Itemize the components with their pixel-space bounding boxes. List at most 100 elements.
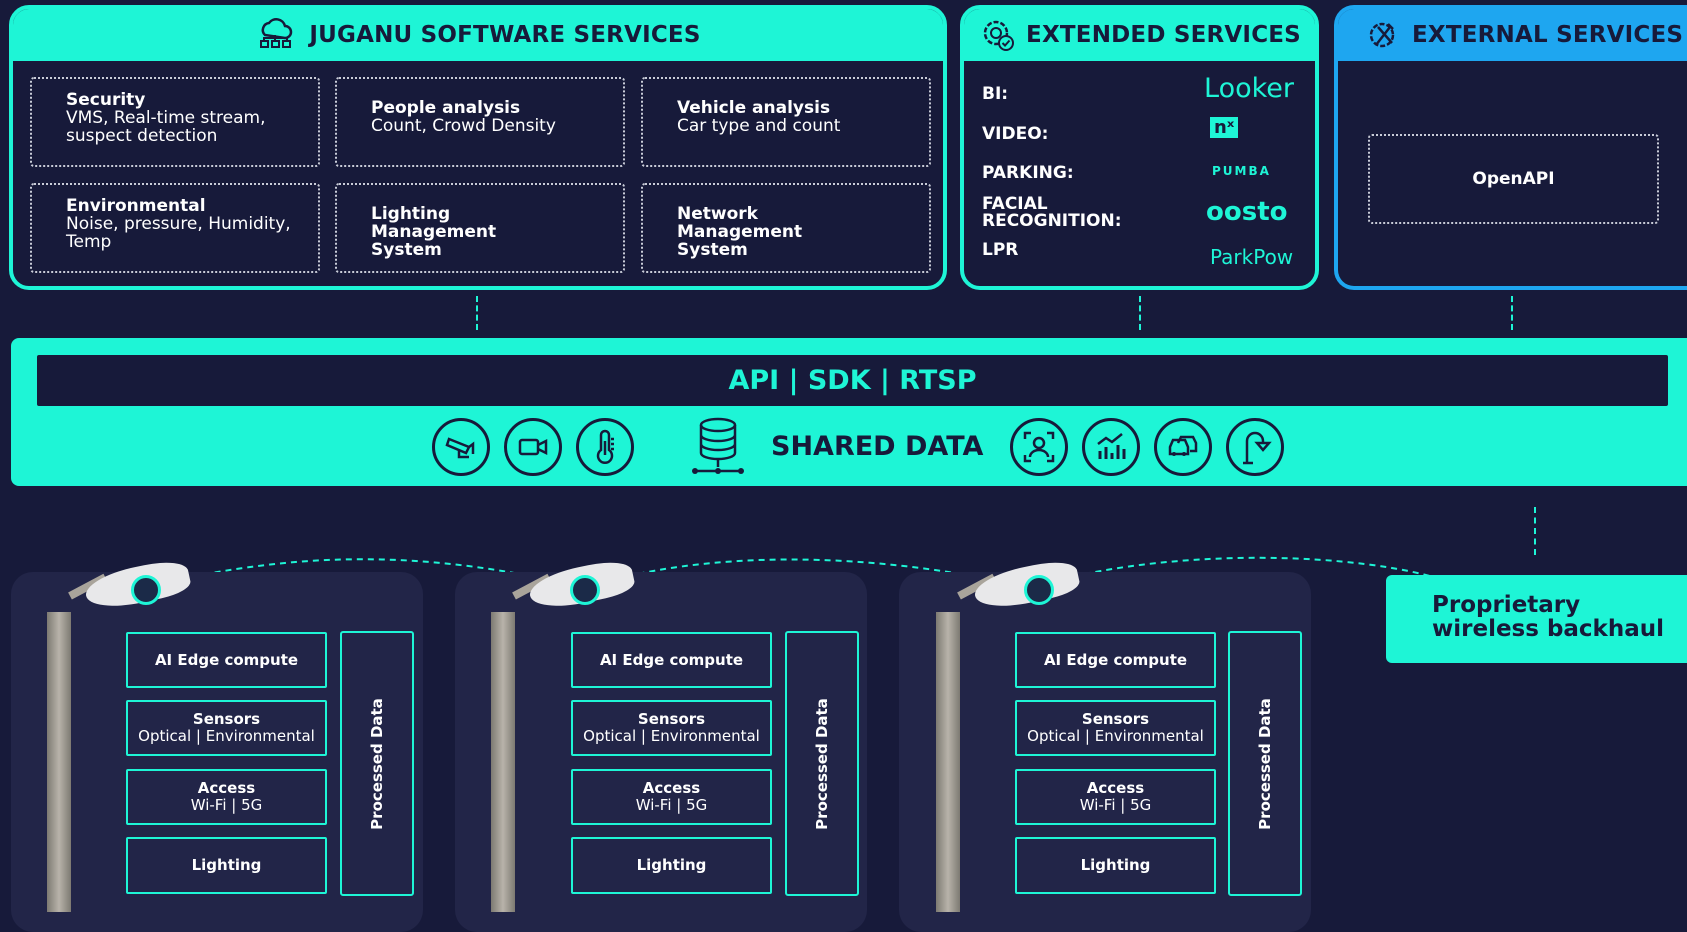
extended-services-header: EXTENDED SERVICES <box>964 9 1315 61</box>
service-security: Security VMS, Real-time stream, suspect … <box>30 77 320 167</box>
nx-logo: nˣ <box>1210 117 1239 138</box>
shared-data-band: API | SDK | RTSP SHARED DATA <box>11 338 1687 486</box>
service-desc: VMS, Real-time stream, suspect detection <box>66 108 266 146</box>
cloud-network-icon <box>260 18 293 48</box>
api-label: API | SDK | RTSP <box>728 365 977 396</box>
box-label: Access <box>1086 779 1145 797</box>
connector-juganu <box>476 296 478 330</box>
pumba-logo: PUMBA <box>1212 164 1271 178</box>
video-camera-icon <box>504 418 562 476</box>
processed-data-label: Processed Data <box>813 697 831 830</box>
pole <box>47 612 71 912</box>
ext-label-lpr: LPR <box>982 240 1019 260</box>
access-box: Access Wi-Fi | 5G <box>571 769 772 825</box>
box-sub: Optical | Environmental <box>138 727 315 745</box>
access-box: Access Wi-Fi | 5G <box>1015 769 1216 825</box>
service-desc: Car type and count <box>677 116 841 136</box>
box-sub: Optical | Environmental <box>583 727 760 745</box>
external-services-panel: EXTERNAL SERVICES OpenAPI <box>1334 5 1687 290</box>
service-environmental: Environmental Noise, pressure, Humidity,… <box>30 183 320 273</box>
service-title: People analysis <box>371 98 521 118</box>
box-label: Lighting <box>636 856 707 874</box>
traffic-icon <box>1154 418 1212 476</box>
api-bar: API | SDK | RTSP <box>37 355 1668 406</box>
box-label: Sensors <box>192 710 261 728</box>
service-desc: Count, Crowd Density <box>371 116 556 136</box>
processed-data-box: Processed Data <box>340 631 414 896</box>
service-desc: Noise, pressure, Humidity, Temp <box>66 214 291 252</box>
service-lighting-management: Lighting Management System <box>335 183 625 273</box>
service-title: Security <box>66 90 146 110</box>
processed-data-box: Processed Data <box>785 631 859 896</box>
box-label: Sensors <box>637 710 706 728</box>
lighting-box: Lighting <box>126 837 327 894</box>
backhaul-line2: wireless backhaul <box>1432 616 1665 642</box>
service-vehicle-analysis: Vehicle analysis Car type and count <box>641 77 931 167</box>
oosto-logo: oosto <box>1206 197 1288 227</box>
box-label: Access <box>642 779 701 797</box>
external-services-title: EXTERNAL SERVICES <box>1412 22 1684 48</box>
service-title: Lighting Management System <box>371 204 497 260</box>
looker-logo: Looker <box>1204 73 1294 104</box>
database-icon <box>692 417 744 474</box>
box-label: AI Edge compute <box>154 650 299 669</box>
box-sub: Wi-Fi | 5G <box>1079 796 1152 814</box>
backhaul-line1: Proprietary <box>1432 592 1581 618</box>
lamp-sensor-dot <box>1024 575 1054 605</box>
lamp-sensor-dot <box>570 575 600 605</box>
extended-services-title: EXTENDED SERVICES <box>1026 22 1301 48</box>
parkpow-logo: ParkPow <box>1210 245 1294 269</box>
ext-label-bi: BI: <box>982 84 1009 104</box>
processed-data-box: Processed Data <box>1228 631 1302 896</box>
wireless-backhaul-box: Proprietary wireless backhaul <box>1386 575 1687 663</box>
service-title: Environmental <box>66 196 206 216</box>
shared-data-label: SHARED DATA <box>771 431 984 462</box>
service-title: Vehicle analysis <box>677 98 831 118</box>
box-sub: Wi-Fi | 5G <box>190 796 263 814</box>
box-label: AI Edge compute <box>1043 650 1188 669</box>
analytics-people-icon <box>1082 418 1140 476</box>
external-services-header: EXTERNAL SERVICES <box>1338 9 1687 61</box>
sensors-box: Sensors Optical | Environmental <box>1015 700 1216 756</box>
security-camera-icon <box>432 418 490 476</box>
lamp-sensor-dot <box>131 575 161 605</box>
processed-data-label: Processed Data <box>368 697 386 830</box>
pole <box>491 612 515 912</box>
connector-extended <box>1139 296 1141 330</box>
tools-gear-icon <box>1369 22 1395 48</box>
sensors-box: Sensors Optical | Environmental <box>126 700 327 756</box>
openapi-label: OpenAPI <box>1472 169 1555 189</box>
box-sub: Optical | Environmental <box>1027 727 1204 745</box>
service-network-management: Network Management System <box>641 183 931 273</box>
lighting-box: Lighting <box>571 837 772 894</box>
box-sub: Wi-Fi | 5G <box>635 796 708 814</box>
box-label: Lighting <box>191 856 262 874</box>
ai-edge-compute-box: AI Edge compute <box>1015 632 1216 688</box>
ext-label-parking: PARKING: <box>982 163 1074 183</box>
ext-label-video: VIDEO: <box>982 124 1049 144</box>
service-people-analysis: People analysis Count, Crowd Density <box>335 77 625 167</box>
openapi-box: OpenAPI <box>1368 134 1659 224</box>
access-box: Access Wi-Fi | 5G <box>126 769 327 825</box>
connector-external <box>1511 296 1513 330</box>
juganu-services-header: JUGANU SOFTWARE SERVICES <box>13 9 943 61</box>
face-scan-icon <box>1010 418 1068 476</box>
sensors-box: Sensors Optical | Environmental <box>571 700 772 756</box>
pole <box>936 612 960 912</box>
box-label: AI Edge compute <box>599 650 744 669</box>
lighting-box: Lighting <box>1015 837 1216 894</box>
juganu-services-title: JUGANU SOFTWARE SERVICES <box>309 22 701 48</box>
processed-data-label: Processed Data <box>1256 697 1274 830</box>
connector-backhaul <box>1534 507 1536 555</box>
box-label: Sensors <box>1081 710 1150 728</box>
gear-check-icon <box>983 20 1015 51</box>
ai-edge-compute-box: AI Edge compute <box>571 632 772 688</box>
thermometer-icon <box>576 418 634 476</box>
box-label: Lighting <box>1080 856 1151 874</box>
street-light-icon <box>1226 418 1284 476</box>
ai-edge-compute-box: AI Edge compute <box>126 632 327 688</box>
extended-services-panel: EXTENDED SERVICES BI: VIDEO: PARKING: FA… <box>960 5 1319 290</box>
ext-label-facial: FACIAL RECOGNITION: <box>982 194 1122 231</box>
wireless-link-curve <box>149 556 1431 590</box>
service-title: Network Management System <box>677 204 803 260</box>
